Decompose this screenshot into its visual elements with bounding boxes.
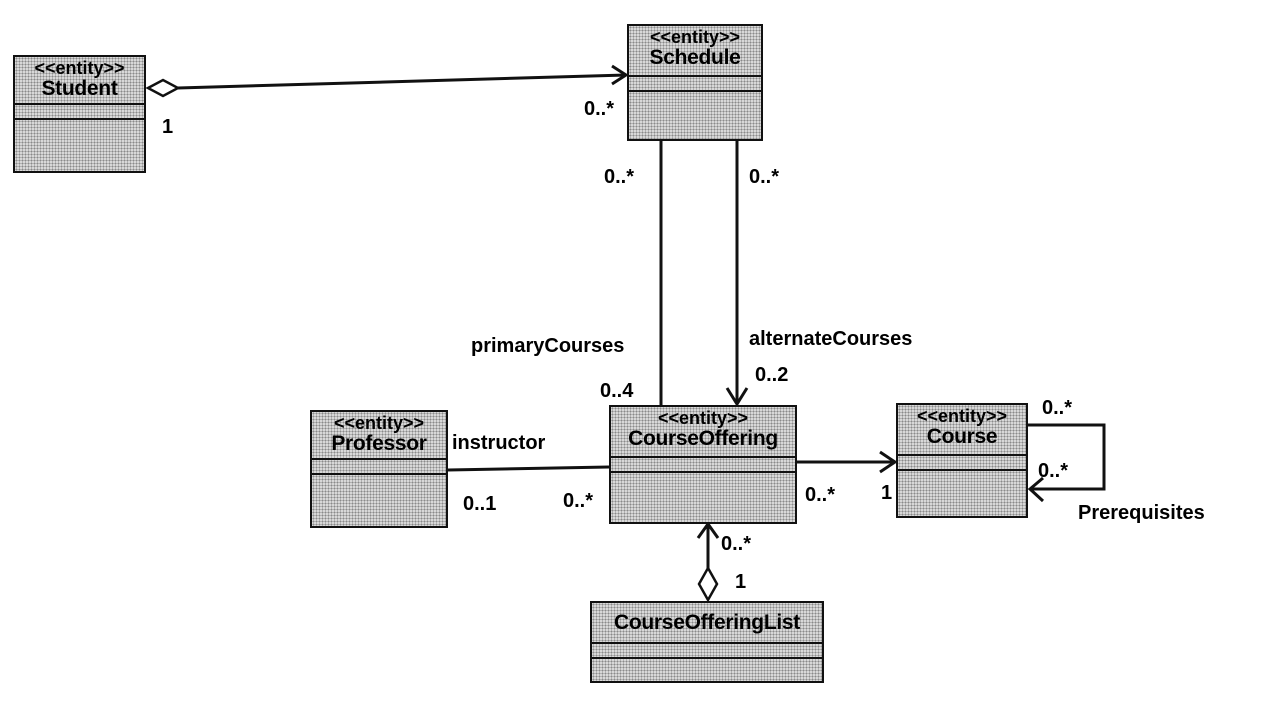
stereotype-label: <<entity>> [916, 406, 1008, 426]
professor-multiplicity: 0..1 [463, 493, 497, 515]
student-aggregation-diamond [145, 78, 181, 98]
course-multiplicity: 1 [881, 482, 893, 504]
instructor-line [447, 465, 610, 472]
class-course[interactable]: <<entity>> Course [896, 403, 1028, 518]
instructor-role: instructor [452, 432, 546, 454]
class-header: CourseOfferingList [592, 603, 822, 645]
class-course-offering-list[interactable]: CourseOfferingList [590, 601, 824, 683]
alternate-courses-arrowhead [725, 387, 749, 407]
prerequisites-top-multiplicity: 0..* [1042, 397, 1073, 419]
alternate-offering-multiplicity: 0..2 [755, 364, 789, 386]
prerequisites-arrowhead [1027, 476, 1045, 503]
class-professor[interactable]: <<entity>> Professor [310, 410, 448, 528]
schedule-multiplicity: 0..* [584, 98, 615, 120]
stereotype-label: <<entity>> [657, 408, 749, 428]
course-offering-multiplicity: 0..* [805, 484, 836, 506]
list-offering-multiplicity: 0..* [721, 533, 752, 555]
class-student[interactable]: <<entity>> Student [13, 55, 146, 173]
primary-offering-multiplicity: 0..4 [600, 380, 634, 402]
class-course-offering[interactable]: <<entity>> CourseOffering [609, 405, 797, 524]
primary-schedule-multiplicity: 0..* [604, 166, 635, 188]
operations-compartment [15, 120, 144, 133]
operations-compartment [611, 473, 795, 486]
alternate-schedule-multiplicity: 0..* [749, 166, 780, 188]
class-header: <<entity>> Schedule [629, 26, 761, 77]
class-name: Student [41, 76, 118, 100]
operations-compartment [898, 471, 1026, 484]
attributes-compartment [898, 456, 1026, 471]
class-header: <<entity>> Professor [312, 412, 446, 460]
class-name: Course [926, 424, 998, 448]
class-header: <<entity>> CourseOffering [611, 407, 795, 458]
attributes-compartment [611, 458, 795, 473]
instructor-offering-multiplicity: 0..* [563, 490, 594, 512]
attributes-compartment [15, 105, 144, 120]
class-name: Professor [331, 431, 427, 455]
alternate-courses-role: alternateCourses [749, 328, 913, 350]
list-multiplicity: 1 [735, 571, 747, 593]
attributes-compartment [629, 77, 761, 92]
list-aggregation-diamond [697, 565, 719, 603]
primary-courses-role: primaryCourses [471, 335, 625, 357]
prerequisites-bottom-multiplicity: 0..* [1038, 460, 1069, 482]
operations-compartment [312, 475, 446, 488]
stereotype-label: <<entity>> [34, 58, 125, 78]
student-schedule-line [177, 73, 627, 90]
attributes-compartment [592, 644, 822, 660]
stereotype-label: <<entity>> [649, 27, 741, 47]
stereotype-label: <<entity>> [333, 413, 425, 433]
operations-compartment [592, 659, 822, 672]
class-header: <<entity>> Course [898, 405, 1026, 456]
schedule-arrowhead [611, 64, 629, 86]
class-name: CourseOfferingList [614, 611, 800, 634]
course-arrowhead [879, 450, 898, 474]
class-name: Schedule [649, 45, 741, 69]
student-multiplicity: 1 [162, 116, 174, 138]
class-name: CourseOffering [628, 426, 778, 450]
prerequisites-role: Prerequisites [1078, 502, 1205, 524]
operations-compartment [629, 92, 761, 105]
class-header: <<entity>> Student [15, 57, 144, 105]
prerequisites-line [1027, 423, 1106, 491]
class-schedule[interactable]: <<entity>> Schedule [627, 24, 763, 141]
attributes-compartment [312, 460, 446, 475]
offering-arrowhead [696, 521, 720, 539]
